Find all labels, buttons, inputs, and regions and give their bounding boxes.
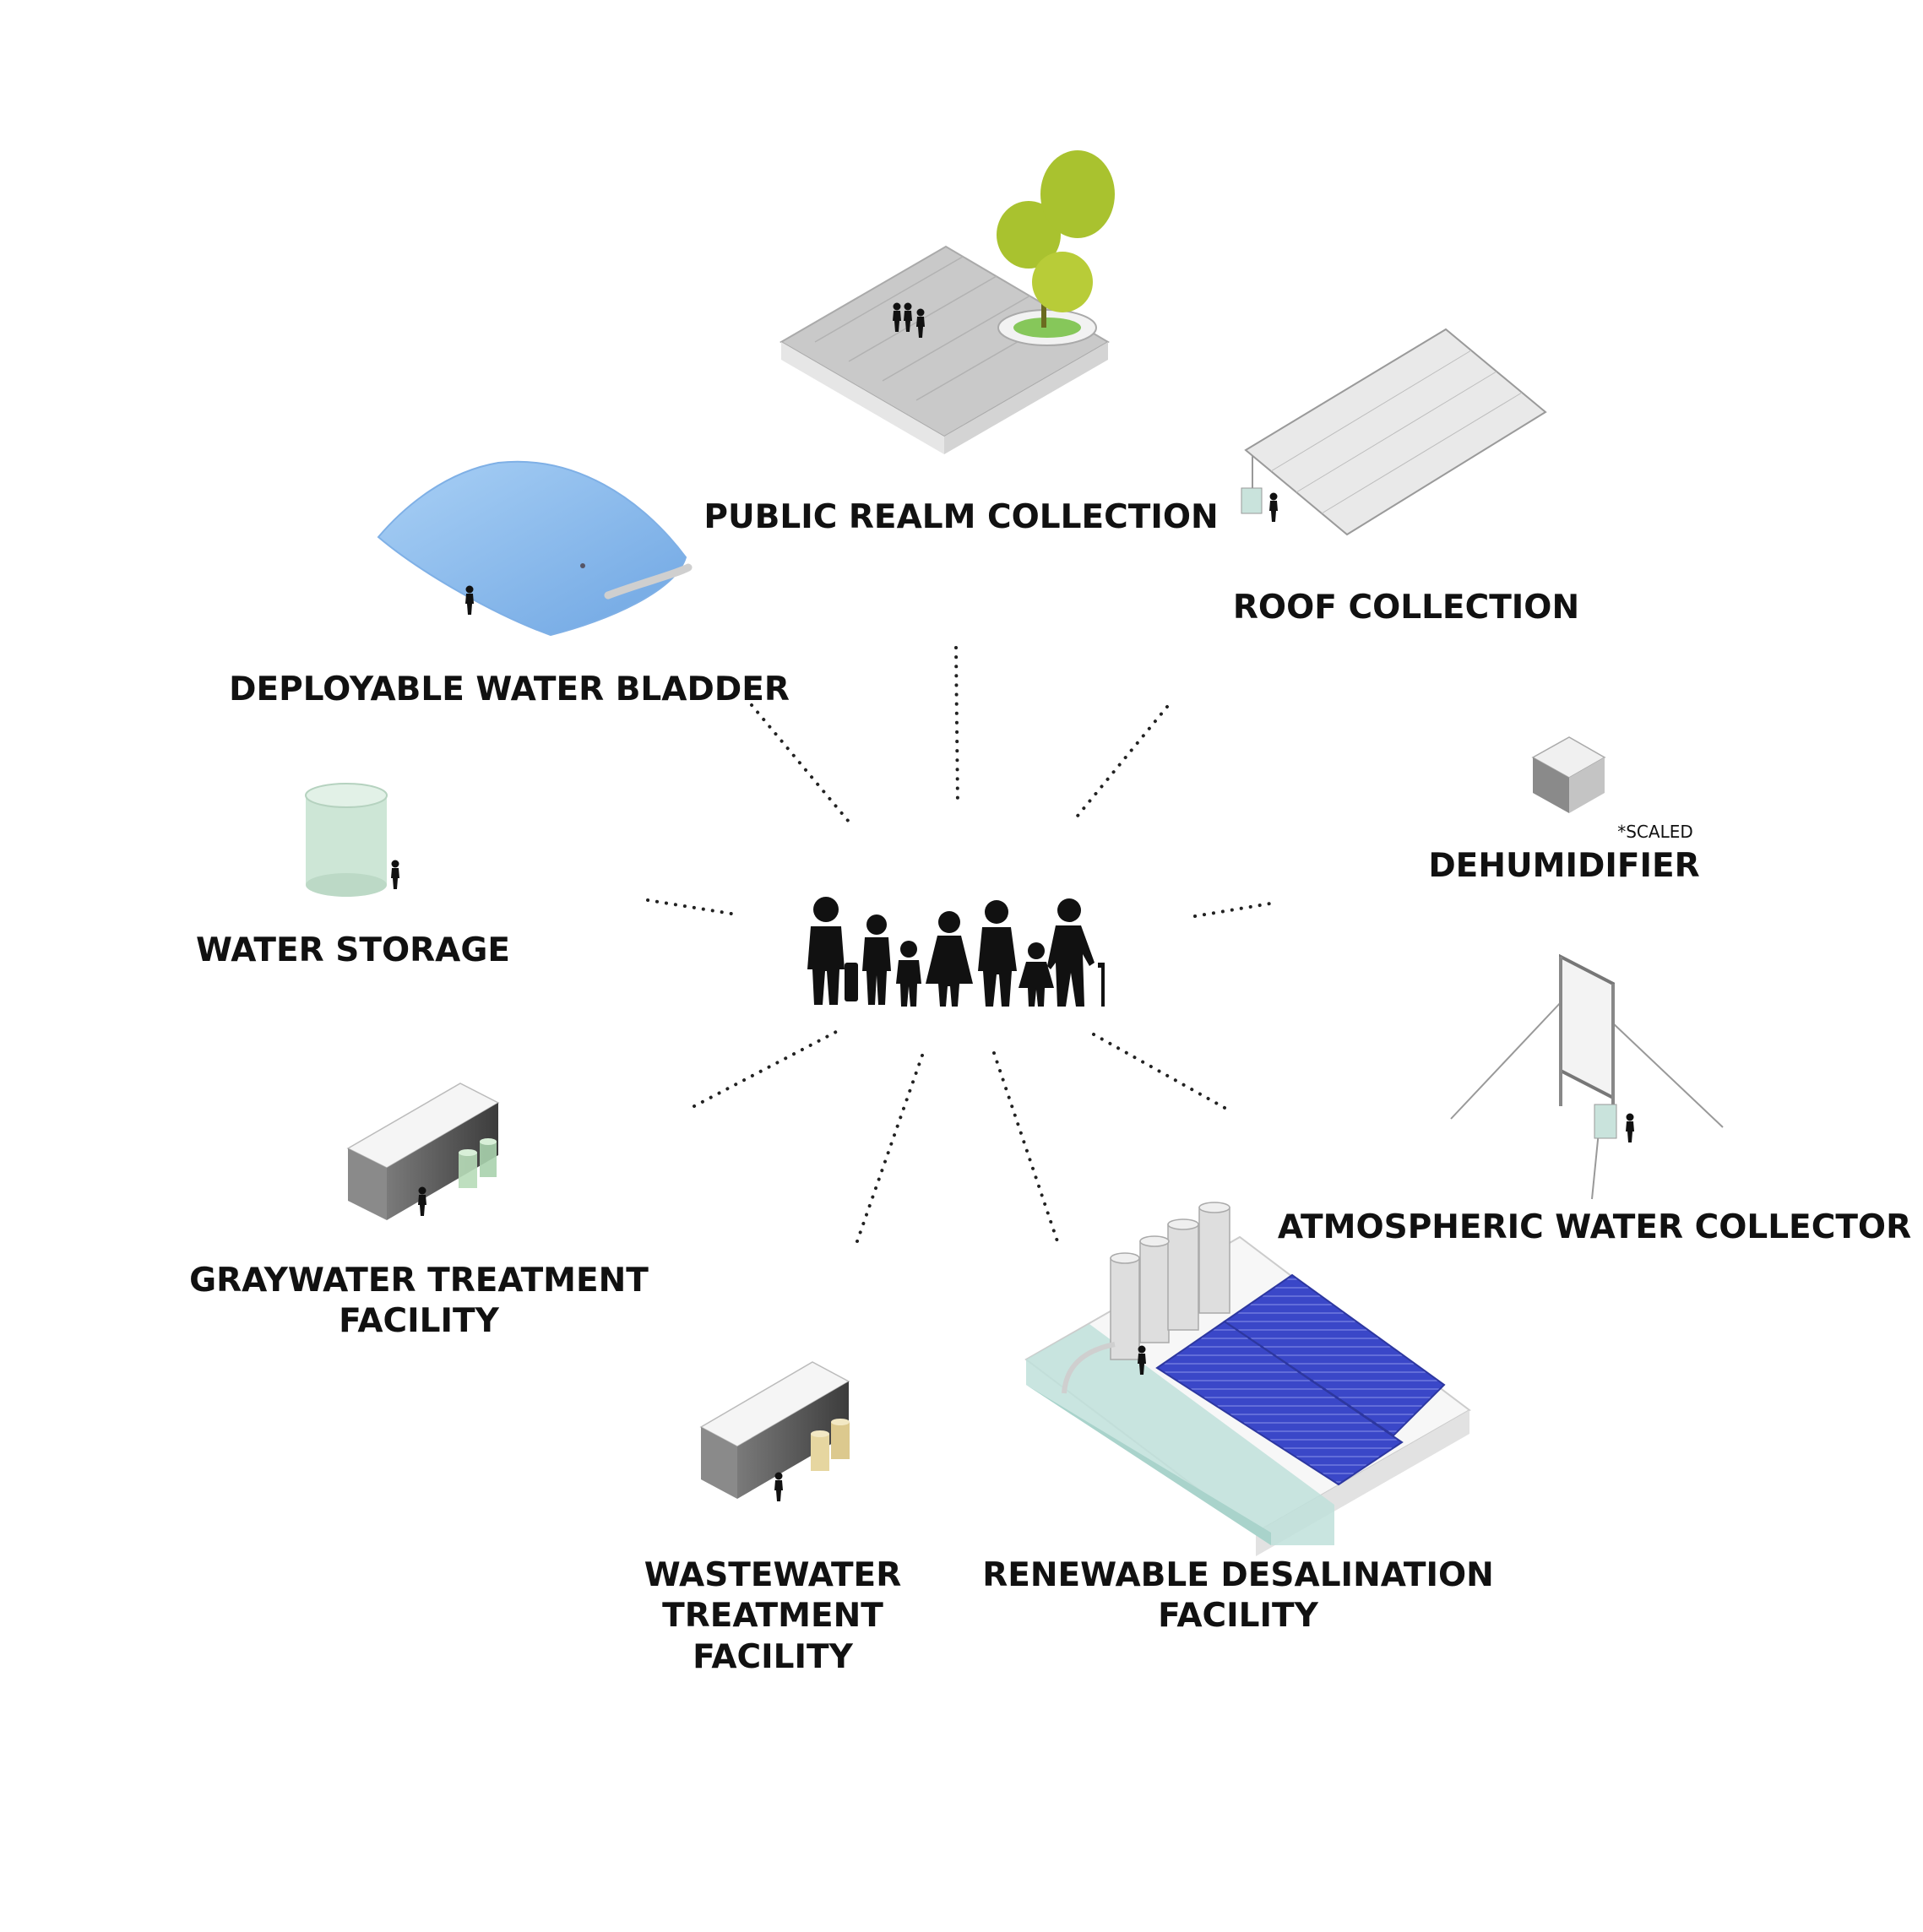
public-plaza-tree-icon [780,150,1115,454]
wastewater-label-line2: TREATMENT [662,1597,883,1635]
connector-lines [646,646,1277,1243]
storage-label: WATER STORAGE [196,931,510,969]
graywater-label-line2: FACILITY [339,1302,499,1340]
dehumidifier-note: *SCALED [1617,822,1693,842]
water-bladder-icon [377,460,693,637]
roof-label: ROOF COLLECTION [1233,589,1579,627]
water-tank-icon [305,783,399,897]
graywater-building-icon [346,1083,500,1220]
fog-net-collector-icon [1450,953,1724,1200]
wastewater-building-icon [699,1361,850,1501]
bladder-label: DEPLOYABLE WATER BLADDER [229,670,790,708]
public-realm-label: PUBLIC REALM COLLECTION [703,498,1218,536]
solar-desalination-icon [1024,1202,1471,1556]
roof-canopy-icon [1241,328,1547,536]
dehumidifier-label: DEHUMIDIFIER [1428,847,1699,885]
family-group-icon [807,897,1105,1007]
wastewater-label-line1: WASTEWATER [644,1556,901,1594]
dehumidifier-box-icon [1531,736,1606,813]
graywater-label-line1: GRAYWATER TREATMENT [189,1262,649,1300]
wastewater-label-line3: FACILITY [693,1638,853,1676]
desalination-label-line1: RENEWABLE DESALINATION [982,1556,1494,1594]
desalination-label-line2: FACILITY [1158,1597,1318,1635]
atmospheric-label: ATMOSPHERIC WATER COLLECTOR [1278,1208,1911,1246]
